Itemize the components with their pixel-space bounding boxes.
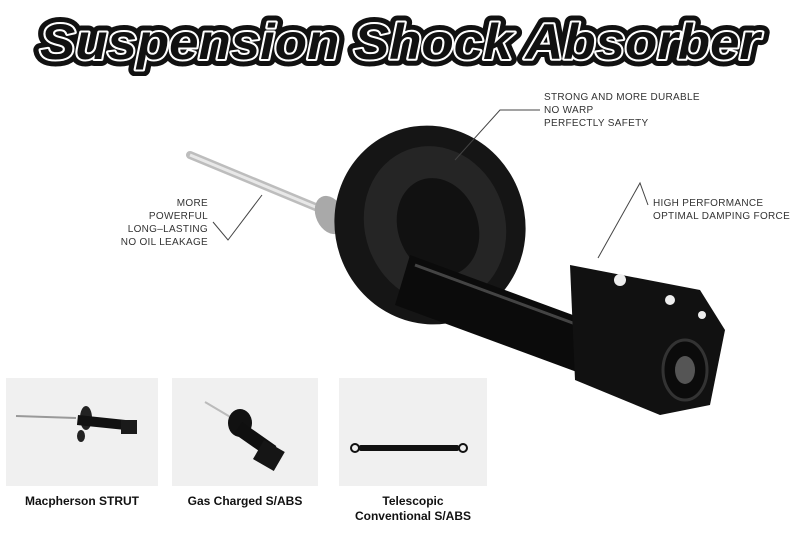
callout-line: PERFECTLY SAFETY: [544, 118, 649, 129]
callout-line: NO OIL LEAKAGE: [120, 237, 208, 248]
macpherson-strut-image: [6, 378, 158, 486]
macpherson-strut-caption: Macpherson STRUT: [6, 494, 158, 509]
callout-line: MORE: [176, 198, 208, 209]
power-callout: MORE POWERFUL LONG–LASTING NO OIL LEAKAG…: [116, 197, 208, 249]
caption-line: Telescopic: [382, 494, 444, 508]
caption-line: Gas Charged S/ABS: [187, 494, 303, 508]
caption-line: Conventional S/ABS: [354, 509, 471, 523]
svg-text:Suspension Shock Absorber: Suspension Shock Absorber: [40, 14, 763, 70]
caption-line: Macpherson STRUT: [24, 494, 139, 508]
callout-line: STRONG AND MORE DURABLE: [544, 92, 700, 103]
callout-line: POWERFUL: [148, 211, 208, 222]
callout-line: NO WARP: [544, 105, 594, 116]
gas-charged-shock-image: [172, 378, 318, 486]
callout-line: HIGH PERFORMANCE: [653, 198, 764, 209]
svg-text:Suspension Shock Absorber: Suspension Shock Absorber: [40, 14, 763, 70]
page-title: Suspension Shock Absorber Suspension Sho…: [0, 4, 800, 76]
gas-charged-caption: Gas Charged S/ABS: [172, 494, 318, 509]
durability-callout: STRONG AND MORE DURABLE NO WARP PERFECTL…: [544, 91, 700, 130]
telescopic-shock-image: [339, 378, 487, 486]
telescopic-caption: Telescopic Conventional S/ABS: [330, 494, 496, 524]
strut-assembly-image: [180, 115, 740, 445]
svg-text:Suspension Shock Absorber: Suspension Shock Absorber: [40, 14, 763, 70]
callout-line: LONG–LASTING: [127, 224, 208, 235]
performance-callout: HIGH PERFORMANCE OPTIMAL DAMPING FORCE: [653, 197, 790, 223]
callout-line: OPTIMAL DAMPING FORCE: [653, 211, 791, 222]
